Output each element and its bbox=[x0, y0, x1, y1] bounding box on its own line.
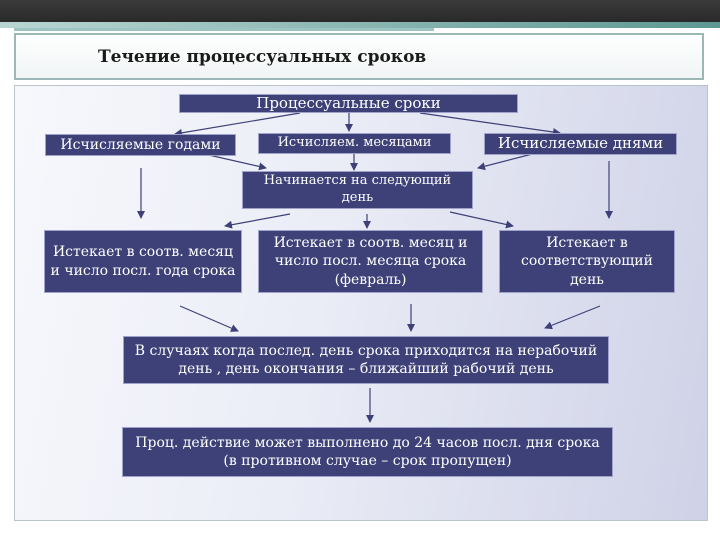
root-node: Процессуальные сроки bbox=[179, 94, 518, 113]
expire-month-label: Истекает в соотв. месяц и число посл. ме… bbox=[273, 235, 468, 288]
title-accent-strip bbox=[14, 28, 434, 31]
deadline-label: Проц. действие может выполнено до 24 час… bbox=[135, 434, 600, 469]
arrow-day-to-nonworking bbox=[544, 305, 601, 330]
by-months-label: Исчисляем. месяцами bbox=[277, 135, 432, 151]
root-node-label: Процессуальные сроки bbox=[256, 93, 441, 112]
expire-year-node: Истекает в соотв. месяц и число посл. го… bbox=[44, 230, 242, 293]
by-days-node: Исчисляемые днями bbox=[484, 133, 677, 155]
arrow-nextday-to-year bbox=[224, 213, 291, 229]
expire-day-node: Истекает в соответствующий день bbox=[499, 230, 675, 293]
arrow-year-to-nonworking bbox=[179, 305, 239, 332]
by-years-label: Исчисляемые годами bbox=[60, 136, 221, 153]
by-years-node: Исчисляемые годами bbox=[45, 134, 236, 156]
by-months-node: Исчисляем. месяцами bbox=[258, 133, 451, 154]
next-day-label: Начинается на следующий день bbox=[263, 173, 452, 205]
expire-year-label: Истекает в соотв. месяц и число посл. го… bbox=[50, 244, 236, 279]
by-days-label: Исчисляемые днями bbox=[497, 134, 664, 153]
next-day-node: Начинается на следующий день bbox=[242, 171, 473, 209]
title-bar: Течение процессуальных сроков bbox=[14, 33, 704, 80]
arrow-root-to-years bbox=[174, 112, 301, 137]
non-working-label: В случаях когда послед. день срока прихо… bbox=[134, 342, 598, 377]
top-teal-strip bbox=[0, 22, 720, 28]
top-dark-band bbox=[0, 0, 720, 26]
non-working-node: В случаях когда послед. день срока прихо… bbox=[123, 336, 609, 384]
expire-day-label: Истекает в соответствующий день bbox=[521, 235, 653, 288]
arrow-nextday-to-day bbox=[449, 211, 514, 229]
expire-month-node: Истекает в соотв. месяц и число посл. ме… bbox=[258, 230, 483, 293]
slide-title: Течение процессуальных сроков bbox=[98, 47, 427, 67]
deadline-node: Проц. действие может выполнено до 24 час… bbox=[122, 427, 613, 477]
arrow-root-to-days bbox=[419, 112, 561, 136]
